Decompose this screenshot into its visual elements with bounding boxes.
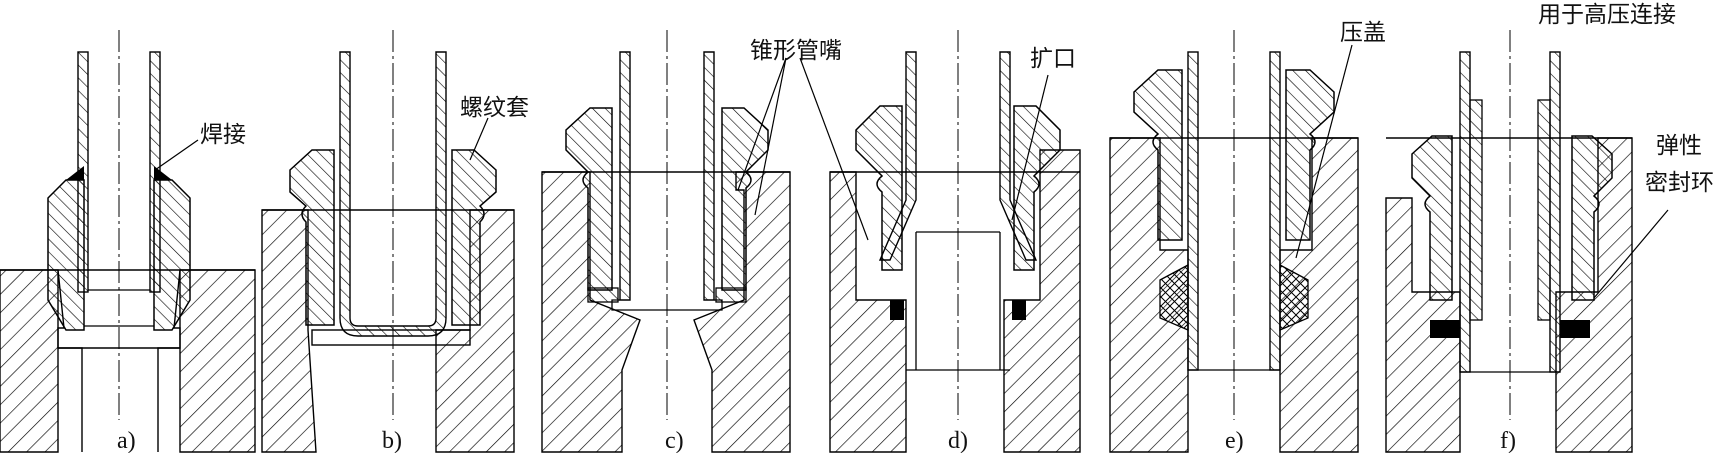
panel-d-leader — [1011, 74, 1049, 221]
panel-b — [261, 30, 515, 453]
caption-e: e) — [1225, 428, 1244, 453]
panel-b-base — [261, 209, 515, 453]
label-elastic: 弹性 — [1656, 133, 1702, 159]
panel-e-base — [1109, 137, 1359, 453]
panel-a-leader — [154, 139, 199, 171]
caption-b: b) — [382, 428, 402, 453]
panel-f-nut — [1411, 135, 1613, 338]
caption-a: a) — [117, 428, 136, 453]
label-seal-ring: 密封环 — [1645, 170, 1714, 196]
label-gland: 压盖 — [1340, 20, 1386, 46]
panel-d-nut — [855, 105, 1061, 320]
label-conical-nozzle: 锥形管嘴 — [750, 38, 842, 64]
panel-c-base — [541, 171, 791, 453]
label-high-pressure: 用于高压连接 — [1538, 2, 1676, 28]
panel-a-fitting — [47, 166, 191, 331]
panel-f-leader — [1593, 209, 1669, 299]
panel-e-nut — [1133, 69, 1335, 331]
panel-e — [1109, 30, 1359, 453]
panel-c-pipe — [611, 51, 723, 311]
panel-f-pipe — [1459, 51, 1561, 373]
panel-b-leader — [469, 117, 489, 161]
panel-d-base — [829, 149, 1081, 453]
panel-d — [829, 30, 1081, 453]
panel-a-base — [0, 269, 256, 453]
panel-c — [541, 30, 791, 453]
caption-f: f) — [1500, 428, 1516, 453]
panel-f — [1385, 30, 1669, 453]
panel-c-nut — [565, 107, 769, 303]
panel-b-nut — [289, 149, 497, 326]
caption-c: c) — [665, 428, 684, 453]
panel-e-leader — [1295, 44, 1353, 259]
caption-d: d) — [948, 428, 968, 453]
label-threaded-sleeve: 螺纹套 — [460, 95, 529, 121]
label-welding: 焊接 — [200, 122, 246, 148]
panel-a — [0, 30, 256, 453]
label-flare: 扩口 — [1030, 46, 1076, 72]
panel-b-pipe — [339, 51, 447, 337]
panel-c-leaders — [737, 57, 869, 241]
